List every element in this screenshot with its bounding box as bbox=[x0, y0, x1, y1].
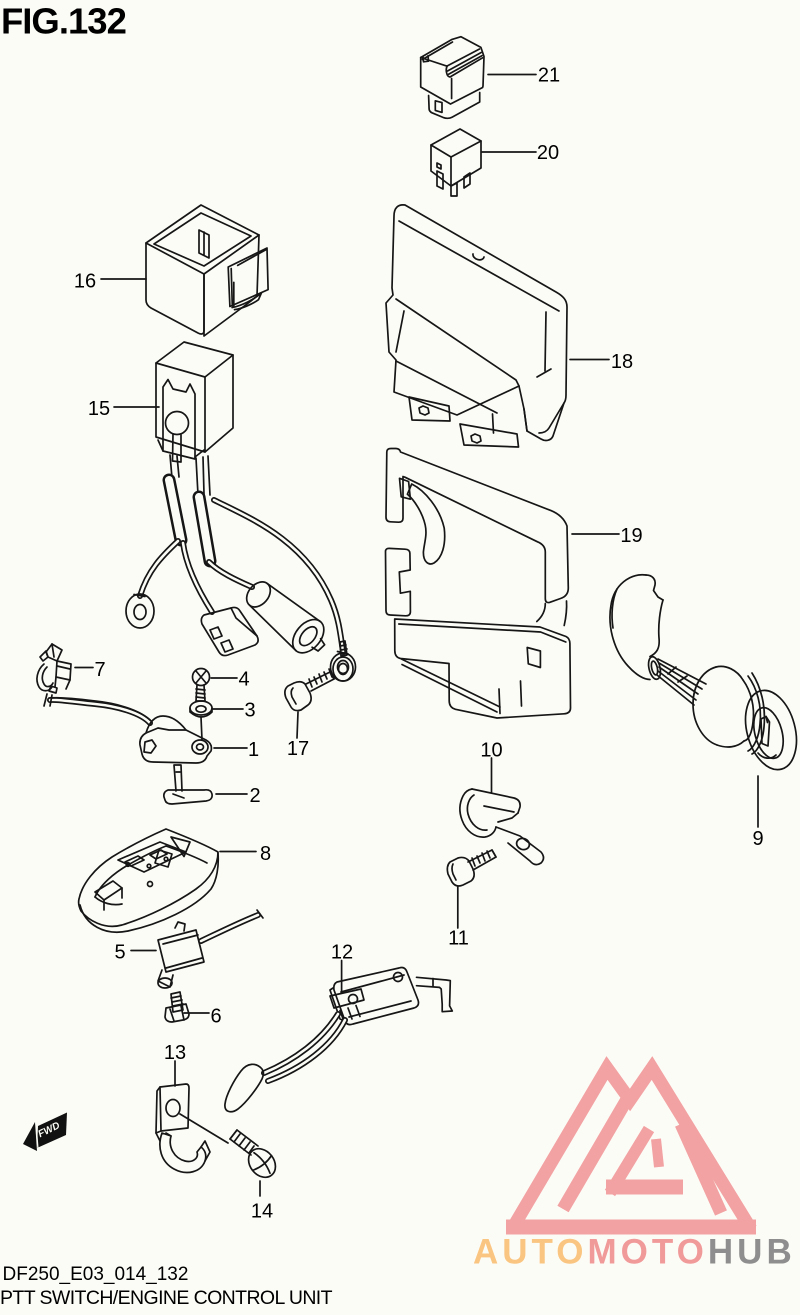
svg-text:17: 17 bbox=[287, 738, 309, 760]
svg-text:15: 15 bbox=[88, 398, 110, 420]
svg-text:2: 2 bbox=[249, 785, 260, 807]
svg-text:14: 14 bbox=[251, 1201, 273, 1223]
svg-text:DF250_E03_014_132: DF250_E03_014_132 bbox=[3, 1264, 189, 1285]
svg-text:1: 1 bbox=[248, 739, 259, 761]
svg-text:4: 4 bbox=[238, 669, 249, 691]
svg-text:21: 21 bbox=[538, 65, 560, 87]
svg-text:FIG.132: FIG.132 bbox=[1, 1, 126, 42]
svg-text:13: 13 bbox=[164, 1042, 186, 1064]
svg-text:20: 20 bbox=[537, 142, 559, 164]
svg-text:7: 7 bbox=[94, 659, 105, 681]
svg-text:10: 10 bbox=[480, 740, 502, 762]
svg-text:18: 18 bbox=[611, 351, 633, 373]
svg-text:11: 11 bbox=[448, 928, 469, 950]
svg-text:PTT SWITCH/ENGINE CONTROL UNIT: PTT SWITCH/ENGINE CONTROL UNIT bbox=[0, 1287, 333, 1309]
svg-text:3: 3 bbox=[244, 700, 255, 722]
svg-text:5: 5 bbox=[114, 942, 125, 964]
svg-text:12: 12 bbox=[331, 942, 353, 964]
svg-text:19: 19 bbox=[620, 525, 642, 547]
svg-text:16: 16 bbox=[74, 271, 96, 293]
svg-text:8: 8 bbox=[260, 843, 271, 865]
svg-text:6: 6 bbox=[210, 1006, 221, 1028]
svg-text:AUTOMOTOHUB: AUTOMOTOHUB bbox=[473, 1233, 796, 1272]
svg-text:9: 9 bbox=[752, 828, 763, 850]
